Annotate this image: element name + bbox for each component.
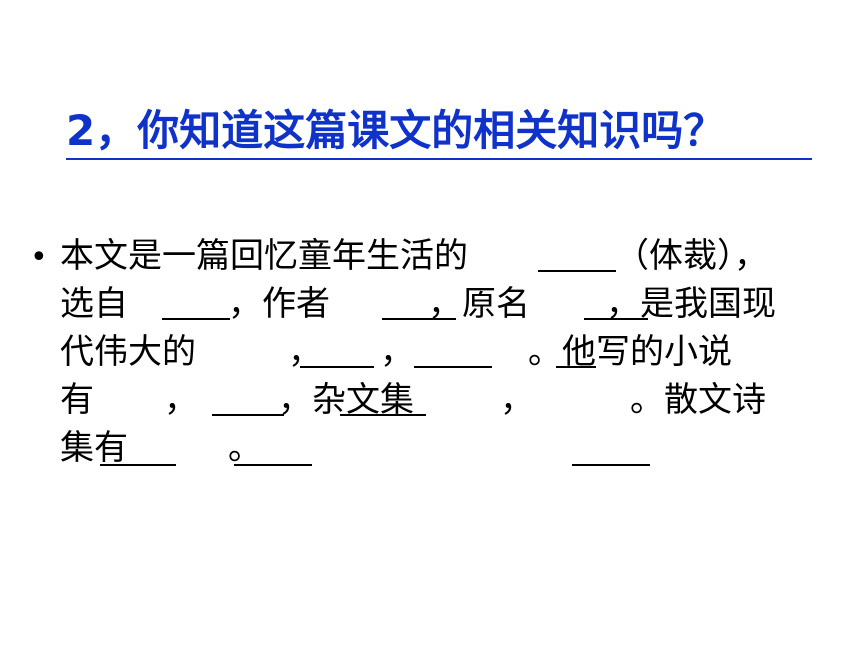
text-segment: ， bbox=[164, 380, 198, 420]
answer-blank-author[interactable] bbox=[382, 318, 456, 320]
paragraph-line-3: 代伟大的 ， ， 。他写的小说 bbox=[60, 328, 820, 376]
text-segment: ，是我国现 bbox=[606, 284, 776, 324]
answer-blank-source[interactable] bbox=[162, 318, 230, 320]
answer-blank-original-name[interactable] bbox=[584, 318, 648, 320]
answer-blank-genre[interactable] bbox=[538, 270, 616, 272]
slide-title: 2，你知道这篇课文的相关知识吗？ bbox=[66, 104, 812, 160]
text-segment: 本文是一篇回忆童年生活的 bbox=[60, 236, 468, 276]
text-segment: ， bbox=[380, 332, 414, 372]
fill-in-paragraph: 本文是一篇回忆童年生活的 （体裁）， 选自 ，作者 ，原名 ，是我国现 代伟大的… bbox=[60, 232, 820, 472]
paragraph-line-1: 本文是一篇回忆童年生活的 （体裁）， bbox=[60, 232, 820, 280]
text-segment: ， bbox=[500, 380, 534, 420]
paragraph-line-2: 选自 ，作者 ，原名 ，是我国现 bbox=[60, 280, 820, 328]
text-segment: 。散文诗 bbox=[630, 380, 766, 420]
text-segment: 代伟大的 bbox=[60, 332, 196, 372]
bullet-marker: • bbox=[30, 240, 48, 275]
text-segment: 有 bbox=[60, 380, 94, 420]
text-segment: 选自 bbox=[60, 284, 128, 324]
paragraph-line-4: 有 ， ，杂文集 ， 。散文诗 bbox=[60, 376, 820, 424]
text-segment: ，作者 bbox=[228, 284, 330, 324]
text-segment: 集有 bbox=[60, 428, 128, 468]
answer-blank-essay-collection-1[interactable] bbox=[234, 464, 312, 466]
text-segment: ， bbox=[288, 332, 322, 372]
text-segment: 。 bbox=[228, 428, 262, 468]
answer-blank-novel-2[interactable] bbox=[340, 414, 426, 416]
answer-blank-title-2[interactable] bbox=[414, 366, 492, 368]
answer-blank-prose-poems[interactable] bbox=[100, 464, 176, 466]
text-segment: ，杂文集 bbox=[278, 380, 414, 420]
answer-blank-title-3[interactable] bbox=[556, 366, 596, 368]
text-segment: ，原名 bbox=[428, 284, 530, 324]
answer-blank-essay-collection-2[interactable] bbox=[572, 464, 650, 466]
text-segment: 。他写的小说 bbox=[528, 332, 732, 372]
answer-blank-title-1[interactable] bbox=[300, 366, 374, 368]
text-segment: （体裁）， bbox=[615, 236, 768, 276]
paragraph-line-5: 集有 。 bbox=[60, 424, 820, 472]
answer-blank-novel-1[interactable] bbox=[212, 414, 284, 416]
